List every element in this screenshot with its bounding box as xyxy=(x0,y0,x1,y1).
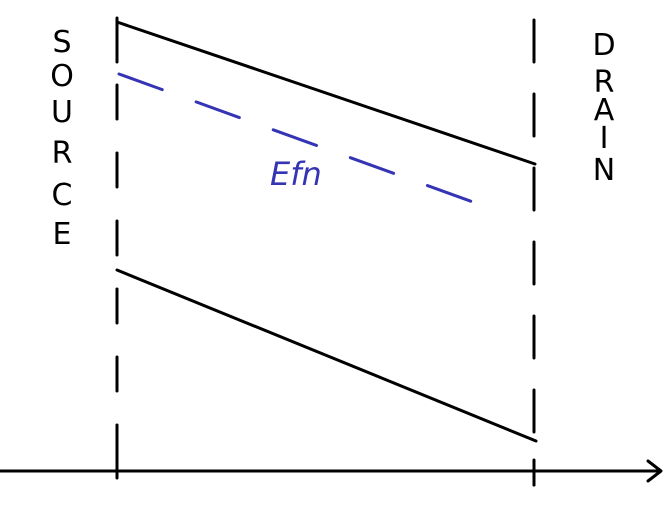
drain-letter-a: A xyxy=(594,93,615,128)
valence-band-edge xyxy=(115,268,538,443)
source-letter-u: U xyxy=(51,95,73,130)
fermi-level-label: Efn xyxy=(270,155,322,193)
drain-letter-d: D xyxy=(592,28,615,63)
fermi-level-line xyxy=(117,72,497,212)
drain-letter-r: R xyxy=(594,65,615,100)
source-letter-e: E xyxy=(53,217,72,252)
drain-letter-i: I xyxy=(600,121,609,156)
source-letter-c: C xyxy=(52,178,73,213)
drain-label: D R A I N xyxy=(592,28,615,188)
source-label: S O U R C E xyxy=(50,25,74,252)
source-letter-r: R xyxy=(52,136,73,171)
source-letter-s: S xyxy=(52,25,71,60)
conduction-band-edge xyxy=(115,20,537,166)
drain-letter-n: N xyxy=(593,153,615,188)
axis-arrowhead-icon xyxy=(646,459,663,483)
source-letter-o: O xyxy=(50,59,74,94)
